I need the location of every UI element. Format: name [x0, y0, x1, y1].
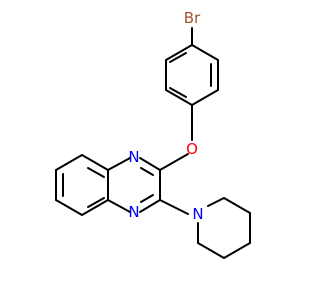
- atom-labels-group: Br O N N N: [128, 9, 203, 223]
- ring-bond: [191, 44, 219, 61]
- nitrogen-atom-label: N: [128, 148, 139, 166]
- ring-bond: [55, 154, 83, 171]
- piperidine-nitrogen-atom-label: N: [192, 205, 203, 223]
- bond-c-n: [159, 199, 189, 215]
- ring-double-bond: [169, 87, 187, 98]
- ring-double-bond: [87, 167, 105, 178]
- ring-bond: [165, 89, 193, 106]
- ring-bond: [81, 199, 109, 216]
- ring-bond: [223, 242, 251, 259]
- ring-bond: [107, 157, 131, 171]
- ring-bond: [139, 157, 161, 171]
- ring-bond: [207, 197, 225, 207]
- ring-bond: [165, 44, 193, 61]
- ring-bond: [55, 199, 83, 216]
- ring-double-bond: [140, 167, 154, 176]
- structure-canvas: Br O N N N: [55, 9, 251, 259]
- bromine-atom-label: Br: [184, 9, 201, 27]
- ring-bond: [81, 154, 109, 171]
- ring-bond: [107, 199, 131, 213]
- ring-double-bond: [169, 52, 187, 63]
- ring-bond: [191, 89, 219, 106]
- ring-double-bond: [87, 197, 105, 208]
- molecule-structure-diagram: Br O N N N: [55, 9, 251, 259]
- nitrogen-atom-label: N: [128, 203, 139, 221]
- bond-o-c: [159, 153, 189, 171]
- ring-double-bond: [140, 194, 154, 203]
- ring-bond: [223, 197, 251, 214]
- ring-bond: [139, 199, 161, 213]
- ring-bond: [197, 242, 225, 259]
- bonds-group: [55, 27, 251, 259]
- oxygen-atom-label: O: [186, 140, 198, 158]
